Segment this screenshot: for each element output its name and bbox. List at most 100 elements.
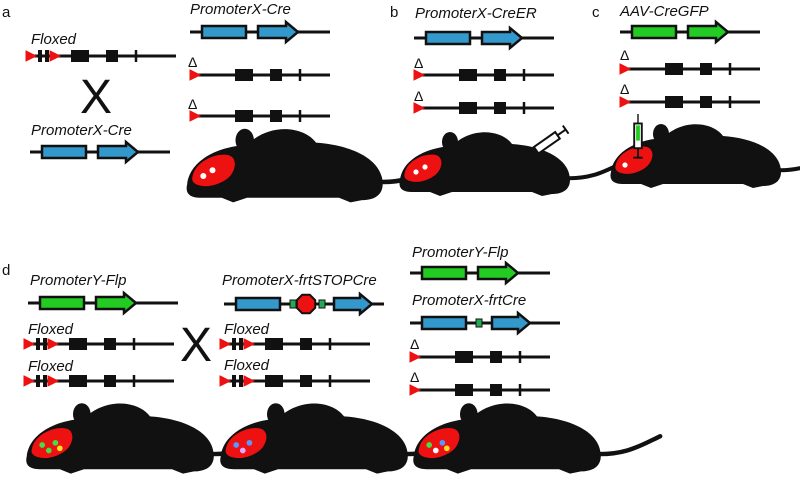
gene-arrow — [688, 22, 728, 42]
panel-c-label: AAV-CreGFP — [619, 3, 709, 20]
panel-c-delta-1: Δ — [620, 47, 629, 63]
exon-block — [69, 375, 87, 387]
exon-block — [104, 375, 116, 387]
exon-block — [459, 102, 477, 114]
loxp-site — [48, 376, 58, 386]
panel-d-mid-floxed-allele-1 — [220, 338, 370, 350]
panel-d-right-flp-label: PromoterY-Flp — [412, 244, 508, 261]
panel-c-deleted-allele-2 — [620, 96, 760, 108]
panel-d-left-floxed-allele-2 — [24, 375, 174, 387]
panel-d-right-deleted-allele-2 — [410, 384, 550, 396]
cell-dot — [444, 445, 450, 451]
panel-a-result-cre-transgene — [190, 22, 330, 42]
mouse-ear — [236, 129, 254, 152]
panel-b-label: PromoterX-CreER — [415, 5, 537, 22]
gene-box — [236, 298, 280, 310]
panel-a-cross-symbol: X — [80, 71, 112, 124]
panel-d-mid-floxed-1: Floxed — [224, 321, 270, 338]
exon-block — [235, 110, 253, 122]
syringe-virus — [636, 125, 640, 140]
panel-d-mid-floxed-2: Floxed — [224, 357, 270, 374]
loxp-site — [414, 70, 424, 80]
syringe-plunger-cap — [563, 126, 569, 134]
panel-a-delta-1: Δ — [188, 54, 197, 70]
exon-block — [490, 384, 502, 396]
panel-d-cross-symbol: X — [180, 319, 212, 372]
syringe-plunger — [557, 130, 565, 136]
gene-arrow — [478, 263, 518, 283]
loxp-site — [620, 64, 630, 74]
panel-a-result-label: PromoterX-Cre — [190, 1, 291, 18]
exon-block — [104, 338, 116, 350]
gene-arrow — [258, 22, 298, 42]
panel-b-delta-1: Δ — [414, 55, 423, 71]
panel-b-mouse-icon — [400, 132, 625, 196]
cell-dot — [622, 162, 627, 167]
panel-d-left-label: PromoterY-Flp — [30, 272, 126, 289]
mouse-ear — [460, 403, 478, 425]
cell-dot — [200, 173, 206, 179]
panel-a-letter: a — [2, 4, 11, 21]
panel-d-left-floxed-1: Floxed — [28, 321, 74, 338]
exon-block — [232, 338, 236, 350]
exon-block — [36, 375, 40, 387]
loxp-site — [190, 111, 200, 121]
gene-box — [422, 317, 466, 329]
loxp-site — [410, 352, 420, 362]
exon-block — [270, 69, 282, 81]
frt-site — [290, 300, 296, 308]
gene-box — [632, 26, 676, 38]
panel-a-promoter-label: PromoterX-Cre — [31, 122, 132, 139]
exon-block — [459, 69, 477, 81]
exon-block — [665, 96, 683, 108]
exon-block — [300, 375, 312, 387]
gene-box — [42, 146, 86, 158]
mouse-ear — [73, 403, 91, 425]
panel-b-delta-2: Δ — [414, 88, 423, 104]
cell-dot — [46, 448, 52, 454]
exon-block — [700, 96, 712, 108]
exon-block — [239, 375, 243, 387]
panel-d-delta-2: Δ — [410, 369, 419, 385]
loxp-site — [410, 385, 420, 395]
exon-block — [43, 375, 47, 387]
panel-d-left-flp-transgene — [28, 293, 178, 313]
panel-a-floxed-allele — [26, 50, 176, 62]
loxp-site — [24, 339, 34, 349]
panel-a-delta-2: Δ — [188, 96, 197, 112]
panel-d-right-frtcre-transgene — [410, 313, 560, 333]
cell-dot — [422, 164, 427, 169]
stop-cassette-icon — [297, 295, 315, 313]
cell-dot — [433, 448, 439, 454]
loxp-site — [24, 376, 34, 386]
loxp-site — [26, 51, 36, 61]
loxp-site — [244, 376, 254, 386]
frt-site — [319, 300, 325, 308]
mouse-ear — [653, 124, 669, 144]
gene-arrow — [482, 28, 522, 48]
cell-dot — [426, 442, 432, 448]
gene-box — [426, 32, 470, 44]
panel-d-right-mouse-icon — [413, 403, 660, 473]
panel-b-letter: b — [390, 4, 398, 21]
exon-block — [300, 338, 312, 350]
loxp-site — [414, 103, 424, 113]
panel-d-right-deleted-allele-1 — [410, 351, 550, 363]
exon-block — [239, 338, 243, 350]
loxp-site — [220, 339, 230, 349]
gene-box — [422, 267, 466, 279]
loxp-site — [50, 51, 60, 61]
exon-block — [71, 50, 89, 62]
panel-d-right-cre-label: PromoterX-frtCre — [412, 292, 526, 309]
mouse-ear — [267, 403, 285, 425]
exon-block — [232, 375, 236, 387]
panel-c-deleted-allele-1 — [620, 63, 760, 75]
cell-dot — [39, 442, 45, 448]
loxp-site — [220, 376, 230, 386]
mouse-tail — [592, 436, 660, 454]
mouse-ear — [442, 132, 458, 152]
exon-block — [455, 351, 473, 363]
panel-d-delta-1: Δ — [410, 336, 419, 352]
exon-block — [69, 338, 87, 350]
